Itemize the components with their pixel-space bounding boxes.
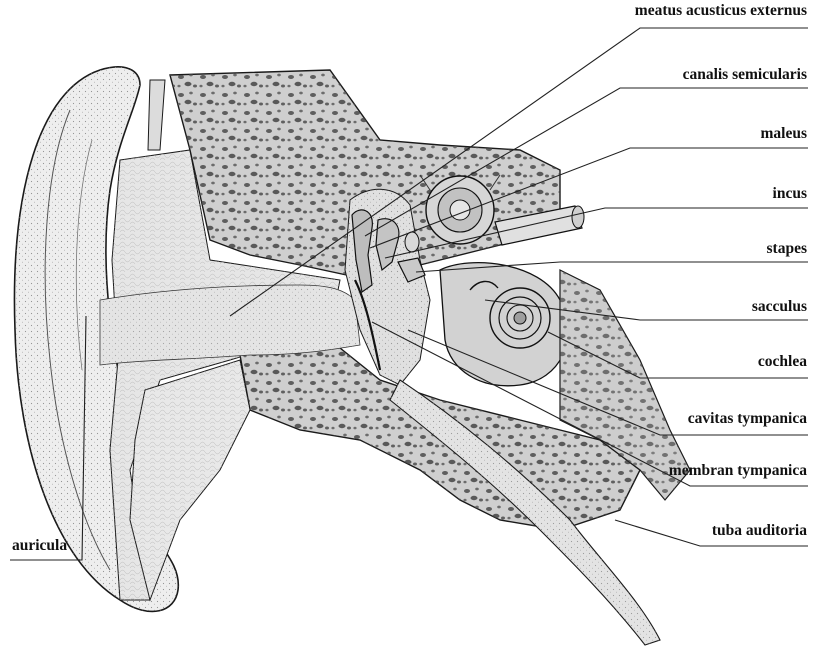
label-maleus: maleus <box>761 125 808 143</box>
label-auricula: auricula <box>12 537 67 555</box>
label-incus: incus <box>773 185 807 203</box>
label-meatus-acusticus-externus: meatus acusticus externus <box>635 2 807 20</box>
label-cavitas-tympanica: cavitas tympanica <box>688 410 807 428</box>
label-tuba-auditoria: tuba auditoria <box>712 522 807 540</box>
label-membran-tympanica: membran tympanica <box>669 462 807 480</box>
label-sacculus: sacculus <box>752 298 807 316</box>
label-stapes: stapes <box>767 240 807 258</box>
label-canalis-semicularis: canalis semicularis <box>683 66 807 84</box>
label-cochlea: cochlea <box>758 353 807 371</box>
